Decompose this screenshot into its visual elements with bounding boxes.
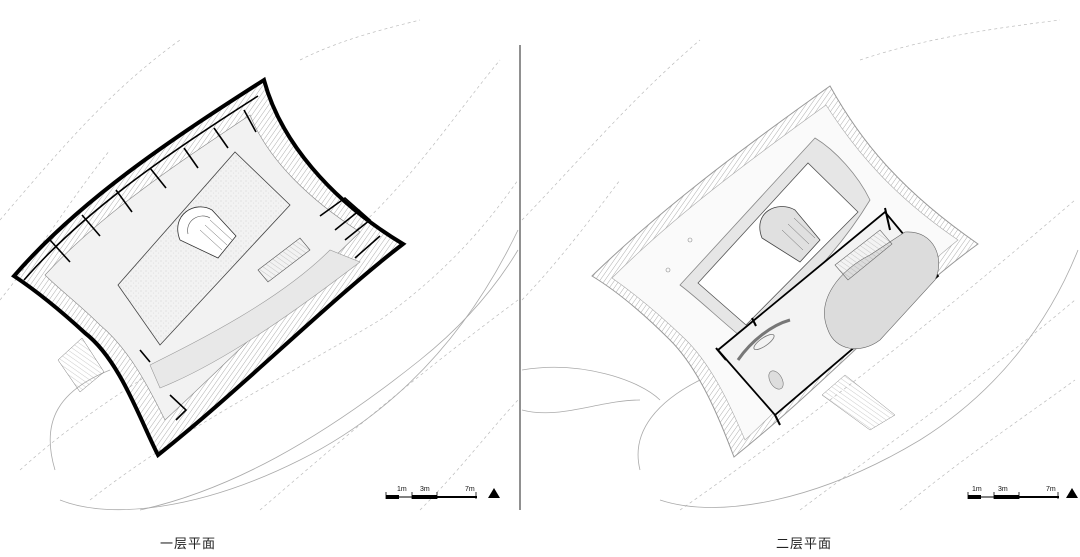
curved-bench: [736, 318, 791, 361]
scale-label-3m: 3m: [998, 486, 1008, 493]
upper-walls: [715, 207, 891, 426]
site-curves-right: [521, 249, 1079, 508]
scale-label-7m: 7m: [1046, 486, 1056, 493]
entrance-steps: [57, 337, 105, 393]
straight-stair-ground: [257, 237, 311, 283]
ground-floor-caption: 一层平面: [160, 537, 217, 552]
round-seat: [768, 370, 784, 390]
scale-label-1m: 1m: [397, 486, 407, 493]
ground-floor-outer-wall: [10, 76, 407, 459]
light-fixture-a: [687, 237, 693, 243]
straight-stair-upper: [834, 229, 893, 281]
second-floor-plan: [521, 19, 1079, 511]
scale-label-1m: 1m: [972, 486, 982, 493]
scale-label-3m: 3m: [420, 486, 430, 493]
spiral-stair-upper: [759, 206, 821, 263]
scale-label-7m: 7m: [465, 486, 475, 493]
oval-table: [753, 333, 775, 351]
second-floor-caption: 二层平面: [776, 537, 833, 552]
exterior-stair: [821, 374, 896, 431]
partition-walls: [23, 95, 381, 421]
north-arrow-icon: [488, 488, 500, 498]
spiral-stair-ground: [177, 206, 237, 259]
curved-pod: [824, 231, 939, 349]
scale-bar-left: 1m 3m 7m: [385, 486, 477, 499]
north-arrow-icon: [1066, 488, 1078, 498]
ground-floor-plan: [0, 19, 519, 511]
scale-bar-right: 1m 3m 7m: [967, 486, 1059, 499]
curved-corridor: [149, 249, 361, 389]
light-fixture-b: [665, 267, 671, 273]
